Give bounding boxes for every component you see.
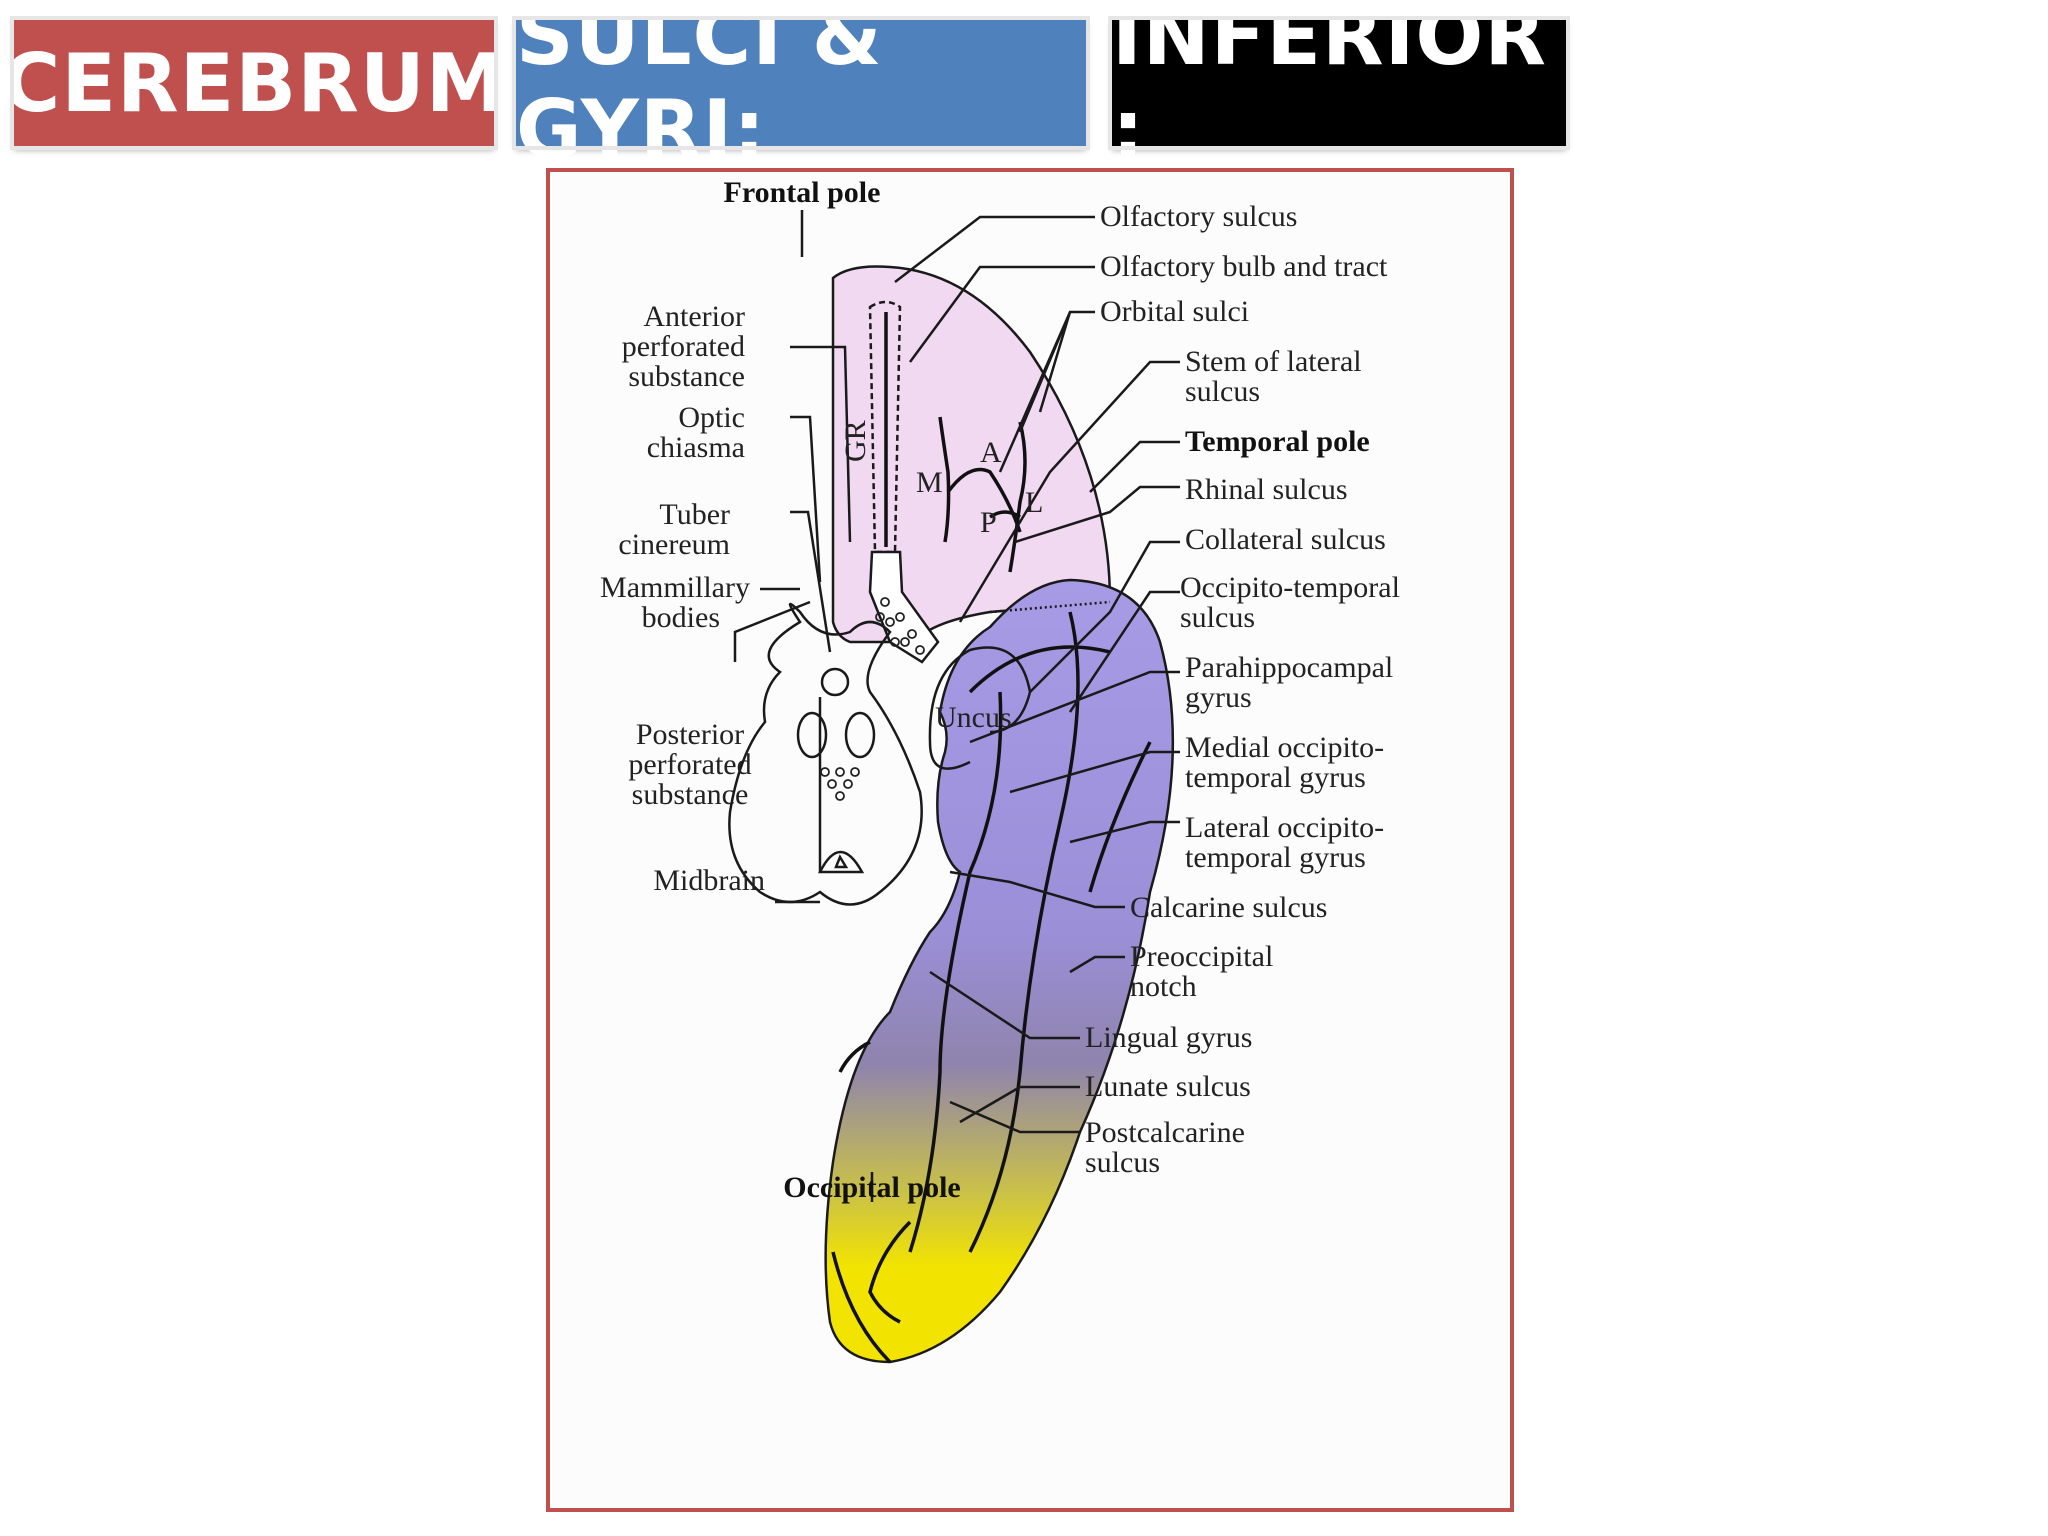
label-tuber-1: Tuber <box>659 498 730 531</box>
label-preoccipital-2: notch <box>1130 970 1197 1003</box>
label-posterior-perforated-3: substance <box>632 778 749 811</box>
diagram-frame: Frontal pole Olfactory sulcus Olfactory … <box>546 168 1514 1512</box>
label-midbrain: Midbrain <box>653 864 765 897</box>
label-olfactory-sulcus: Olfactory sulcus <box>1100 200 1297 233</box>
label-mammillary-1: Mammillary <box>600 571 750 604</box>
label-anterior-perforated-3: substance <box>628 360 745 393</box>
label-collateral-sulcus: Collateral sulcus <box>1185 523 1386 556</box>
label-rhinal-sulcus: Rhinal sulcus <box>1185 473 1348 506</box>
label-occipito-temporal-sulcus-2: sulcus <box>1180 601 1255 634</box>
label-tuber-2: cinereum <box>618 528 730 561</box>
temporal-occipital-region <box>824 578 1175 1364</box>
label-preoccipital-1: Preoccipital <box>1130 940 1273 973</box>
label-medial-otg-1: Medial occipito- <box>1185 731 1384 764</box>
label-occipital-pole: Occipital pole <box>783 1171 960 1204</box>
label-optic-1: Optic <box>678 401 745 434</box>
label-parahippocampal-1: Parahippocampal <box>1185 651 1393 684</box>
label-temporal-pole: Temporal pole <box>1185 425 1370 458</box>
label-postcalcarine-1: Postcalcarine <box>1085 1116 1245 1149</box>
brain-inferior-diagram: Frontal pole Olfactory sulcus Olfactory … <box>600 176 1400 1364</box>
title-sulci-gyri: SULCI & GYRI: <box>512 0 1090 176</box>
label-medial-otg-2: temporal gyrus <box>1185 761 1366 794</box>
label-olfactory-bulb: Olfactory bulb and tract <box>1100 250 1388 283</box>
label-uncus: Uncus <box>935 701 1012 734</box>
label-anterior-orbital: A <box>980 436 1002 469</box>
label-posterior-perforated-1: Posterior <box>636 718 744 751</box>
label-medial-orbital: M <box>916 466 943 499</box>
title-cerebrum: CEREBRUM <box>2 16 505 150</box>
label-anterior-perforated-2: perforated <box>622 330 745 363</box>
label-lateral-orbital: L <box>1025 486 1043 519</box>
mammillary-midbrain-outline <box>728 602 923 906</box>
label-posterior-orbital: P <box>980 506 997 539</box>
label-gyrus-rectus: GR <box>839 420 872 462</box>
label-parahippocampal-2: gyrus <box>1185 681 1252 714</box>
title-inferior: INFERIOR : <box>1108 0 1570 176</box>
uncus-outline <box>928 646 1032 770</box>
label-posterior-perforated-2: perforated <box>628 748 751 781</box>
label-calcarine-sulcus: Calcarine sulcus <box>1130 891 1327 924</box>
label-stem-lateral-1: Stem of lateral <box>1185 345 1362 378</box>
label-frontal-pole: Frontal pole <box>724 176 881 209</box>
label-optic-2: chiasma <box>647 431 745 464</box>
label-occipito-temporal-sulcus-1: Occipito-temporal <box>1180 571 1400 604</box>
olfactory-bulb <box>868 300 902 554</box>
label-orbital-sulci: Orbital sulci <box>1100 295 1249 328</box>
label-lateral-otg-1: Lateral occipito- <box>1185 811 1384 844</box>
label-lateral-otg-2: temporal gyrus <box>1185 841 1366 874</box>
label-stem-lateral-2: sulcus <box>1185 375 1260 408</box>
label-lunate-sulcus: Lunate sulcus <box>1085 1070 1251 1103</box>
label-postcalcarine-2: sulcus <box>1085 1146 1160 1179</box>
label-mammillary-2: bodies <box>642 601 720 634</box>
label-lingual-gyrus: Lingual gyrus <box>1085 1021 1252 1054</box>
label-anterior-perforated-1: Anterior <box>643 300 745 333</box>
